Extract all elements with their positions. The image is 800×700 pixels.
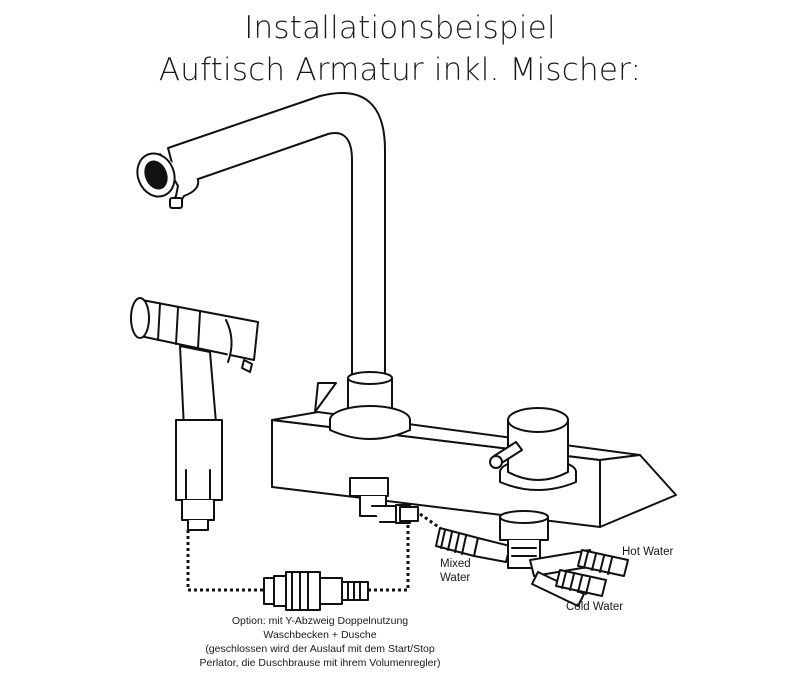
left-fitting [349,477,419,524]
cold-water-label: Cold Water [566,601,623,613]
hand-shower-icon [130,297,259,531]
mixed-water-label-line2: Water [440,572,470,584]
option-note-line4: Perlator, die Duschbrause mit ihrem Volu… [199,657,440,669]
title-line-2: Auftisch Armatur inkl. Mischer: [158,52,642,88]
dotted-hoses [186,512,441,592]
faucet-icon [136,92,411,440]
hot-water-label: Hot Water [622,546,674,558]
mixer-underside [499,510,595,607]
hot-water-inlet [577,549,629,577]
option-note-line1: Option: mit Y-Abzweig Doppelnutzung [232,615,408,627]
mixed-water-label-line1: Mixed [440,558,471,570]
base-plate [271,382,677,528]
title-line-1: Installationsbeispiel [244,10,556,46]
cold-water-inlet [555,569,607,597]
mixed-water-fitting [435,527,511,563]
option-note-line3: (geschlossen wird der Auslauf mit dem St… [205,643,435,655]
option-note-line2: Waschbecken + Dusche [263,629,376,641]
y-connector-icon [263,571,369,611]
mixer-knob-icon [489,407,577,491]
